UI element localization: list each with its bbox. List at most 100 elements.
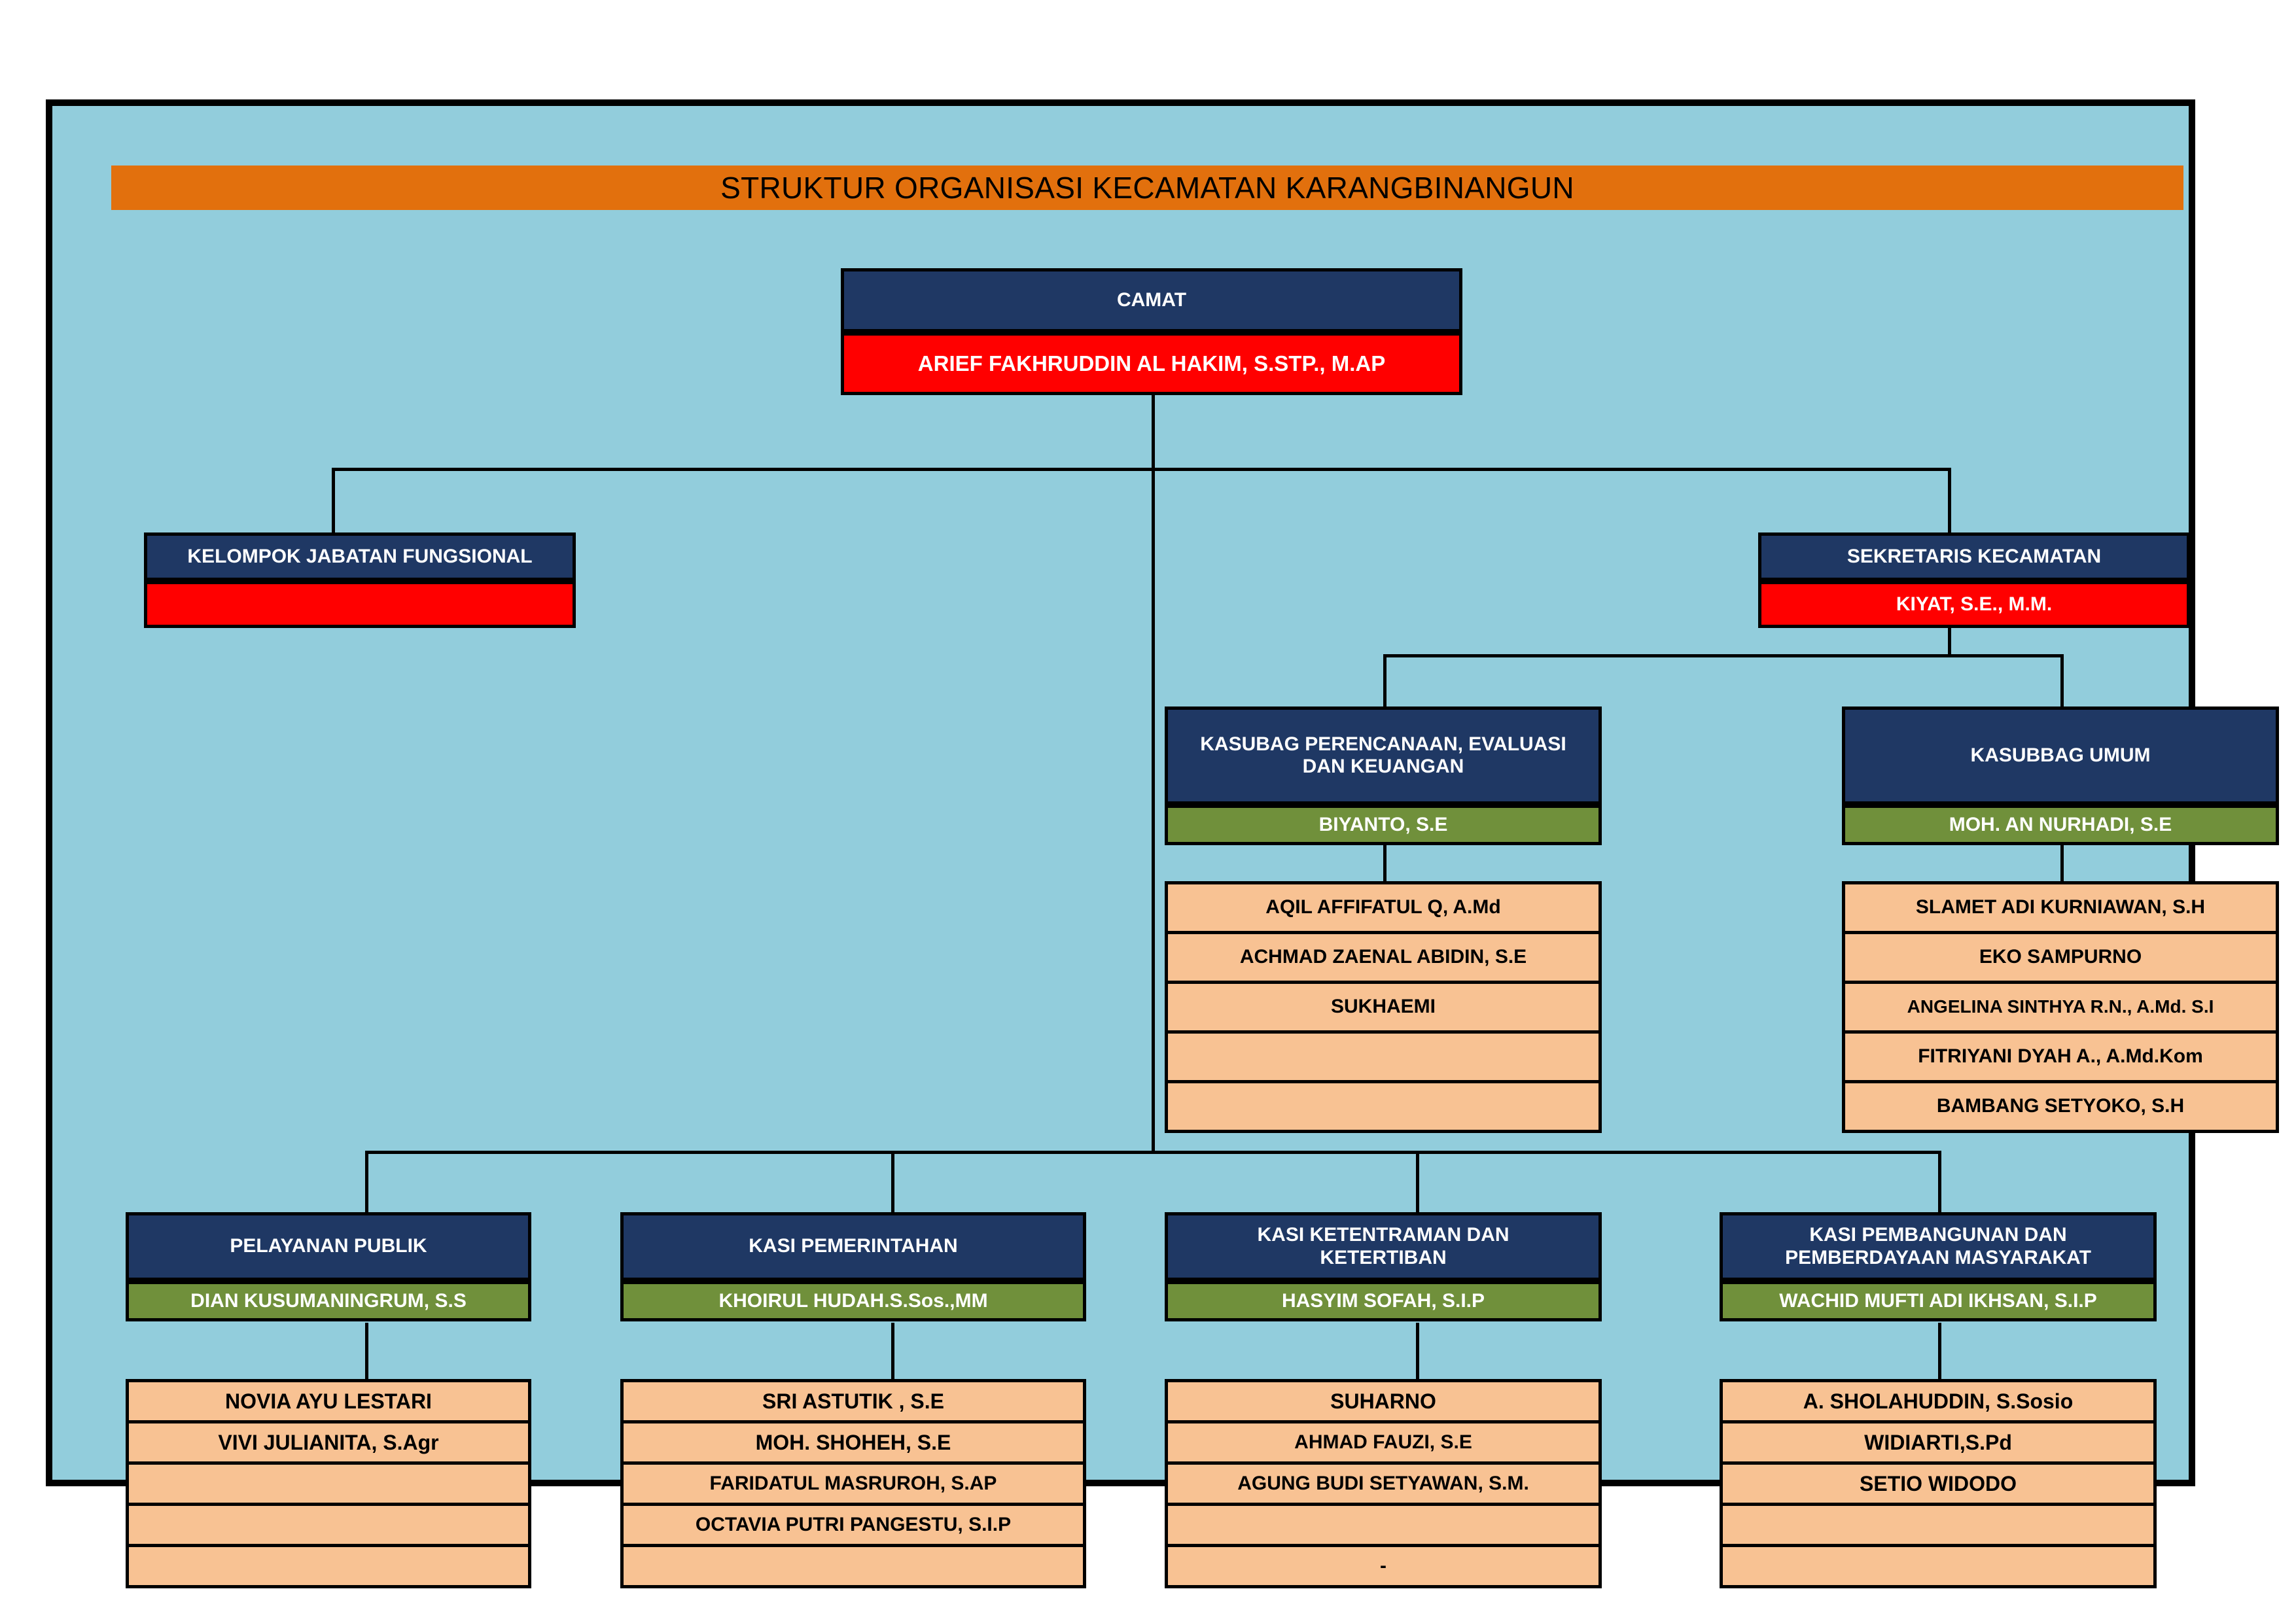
list-item[interactable]: MOH. SHOHEH, S.E [620,1420,1086,1465]
connector-top-bus [332,468,1951,471]
chart-title-banner: STRUKTUR ORGANISASI KECAMATAN KARANGBINA… [111,166,2183,210]
connector-to-kasubbag-umum [2060,654,2064,708]
staff-name: SLAMET ADI KURNIAWAN, S.H [1915,896,2206,918]
staff-name: OCTAVIA PUTRI PANGESTU, S.I.P [695,1513,1012,1535]
staff-list-kasi-pemerintahan: SRI ASTUTIK , S.E MOH. SHOHEH, S.E FARID… [620,1379,1086,1588]
list-item[interactable]: SUHARNO [1165,1379,1602,1423]
kasi-pembangunan-title-line1: KASI PEMBANGUNAN DAN [1809,1224,2067,1246]
list-item[interactable] [126,1503,531,1547]
list-item[interactable]: ACHMAD ZAENAL ABIDIN, S.E [1165,931,1602,984]
list-item[interactable] [126,1544,531,1588]
node-camat-title[interactable]: CAMAT [841,268,1462,332]
node-kasi-pembangunan-name[interactable]: WACHID MUFTI ADI IKHSAN, S.I.P [1720,1281,2157,1321]
kasubbag-umum-name-text: MOH. AN NURHADI, S.E [1949,813,2172,835]
connector-pembangunan-staff [1938,1323,1941,1380]
list-item[interactable]: AQIL AFFIFATUL Q, A.Md [1165,881,1602,934]
kasi-ketentraman-title-line1: KASI KETENTRAMAN DAN [1257,1224,1510,1246]
staff-list-kasi-ketentraman: SUHARNO AHMAD FAUZI, S.E AGUNG BUDI SETY… [1165,1379,1602,1588]
sekretaris-title-text: SEKRETARIS KECAMATAN [1846,545,2102,567]
kasi-pembangunan-title-line2: PEMBERDAYAAN MASYARAKAT [1785,1246,2091,1268]
camat-title-text: CAMAT [1116,288,1187,311]
connector-to-pemerintahan [891,1151,894,1213]
list-item[interactable]: WIDIARTI,S.Pd [1720,1420,2157,1465]
kasi-pembangunan-name-text: WACHID MUFTI ADI IKHSAN, S.I.P [1779,1289,2097,1312]
staff-name: ACHMAD ZAENAL ABIDIN, S.E [1239,946,1527,968]
list-item[interactable] [620,1544,1086,1588]
connector-camat-spine [1152,468,1155,1152]
list-item[interactable]: BAMBANG SETYOKO, S.H [1842,1080,2279,1133]
staff-name: VIVI JULIANITA, S.Agr [218,1430,439,1454]
connector-bottom-bus [365,1151,1938,1154]
staff-list-kasubag-perencanaan: AQIL AFFIFATUL Q, A.Md ACHMAD ZAENAL ABI… [1165,881,1602,1133]
list-item[interactable]: SUKHAEMI [1165,981,1602,1034]
chart-canvas: STRUKTUR ORGANISASI KECAMATAN KARANGBINA… [46,99,2279,1588]
staff-name: SUKHAEMI [1330,996,1436,1018]
list-item[interactable]: ANGELINA SINTHYA R.N., A.Md. S.I [1842,981,2279,1034]
connector-kasubbag-bus [1383,654,2064,657]
list-item[interactable] [1720,1544,2157,1588]
node-fungsional-title[interactable]: KELOMPOK JABATAN FUNGSIONAL [144,532,576,581]
kasi-pemerintahan-name-text: KHOIRUL HUDAH.S.Sos.,MM [718,1289,988,1312]
staff-name: NOVIA AYU LESTARI [225,1389,432,1413]
node-fungsional-name[interactable] [144,581,576,628]
list-item[interactable]: AGUNG BUDI SETYAWAN, S.M. [1165,1461,1602,1506]
connector-to-kasubag-perencanaan [1383,654,1386,708]
list-item[interactable]: EKO SAMPURNO [1842,931,2279,984]
node-kasi-ketentraman-title[interactable]: KASI KETENTRAMAN DAN KETERTIBAN [1165,1212,1602,1281]
connector-pelayanan-staff [365,1323,368,1380]
list-item[interactable] [126,1461,531,1506]
node-sekretaris-name[interactable]: KIYAT, S.E., M.M. [1758,581,2190,628]
node-kasubag-perencanaan-title[interactable]: KASUBAG PERENCANAAN, EVALUASI DAN KEUANG… [1165,707,1602,805]
connector-to-sekretaris [1948,468,1951,535]
node-kasi-pembangunan-title[interactable]: KASI PEMBANGUNAN DAN PEMBERDAYAAN MASYAR… [1720,1212,2157,1281]
staff-name: - [1380,1554,1386,1577]
sekretaris-name-text: KIYAT, S.E., M.M. [1896,593,2053,615]
list-item[interactable]: OCTAVIA PUTRI PANGESTU, S.I.P [620,1503,1086,1547]
staff-list-pelayanan-publik: NOVIA AYU LESTARI VIVI JULIANITA, S.Agr [126,1379,531,1588]
staff-name: SUHARNO [1330,1389,1436,1413]
chart-title: STRUKTUR ORGANISASI KECAMATAN KARANGBINA… [720,171,1574,205]
list-item[interactable]: SLAMET ADI KURNIAWAN, S.H [1842,881,2279,934]
staff-name: BAMBANG SETYOKO, S.H [1936,1095,2185,1117]
node-kasubag-perencanaan-name[interactable]: BIYANTO, S.E [1165,805,1602,845]
staff-name: FITRIYANI DYAH A., A.Md.Kom [1918,1045,2203,1068]
node-kasi-pemerintahan-name[interactable]: KHOIRUL HUDAH.S.Sos.,MM [620,1281,1086,1321]
list-item[interactable]: SETIO WIDODO [1720,1461,2157,1506]
fungsional-title-text: KELOMPOK JABATAN FUNGSIONAL [187,545,533,567]
node-pelayanan-publik-name[interactable]: DIAN KUSUMANINGRUM, S.S [126,1281,531,1321]
staff-name: ANGELINA SINTHYA R.N., A.Md. S.I [1907,996,2214,1017]
staff-name: FARIDATUL MASRUROH, S.AP [709,1472,997,1494]
kasi-ketentraman-title-line2: KETERTIBAN [1320,1246,1447,1268]
kasubag-perencanaan-title-line1: KASUBAG PERENCANAAN, EVALUASI [1200,733,1566,755]
staff-name: EKO SAMPURNO [1979,946,2142,968]
node-camat-name[interactable]: ARIEF FAKHRUDDIN AL HAKIM, S.STP., M.AP [841,332,1462,395]
connector-to-ketentraman [1416,1151,1419,1213]
connector-camat-down [1152,394,1155,471]
list-item[interactable] [1165,1503,1602,1547]
connector-to-fungsional [332,468,335,535]
list-item[interactable]: A. SHOLAHUDDIN, S.Sosio [1720,1379,2157,1423]
node-kasi-pemerintahan-title[interactable]: KASI PEMERINTAHAN [620,1212,1086,1281]
kasi-pemerintahan-title-text: KASI PEMERINTAHAN [749,1235,958,1257]
connector-sek-down [1948,623,1951,655]
node-sekretaris-title[interactable]: SEKRETARIS KECAMATAN [1758,532,2190,581]
node-kasi-ketentraman-name[interactable]: HASYIM SOFAH, S.I.P [1165,1281,1602,1321]
staff-name: AQIL AFFIFATUL Q, A.Md [1265,896,1501,918]
node-kasubbag-umum-title[interactable]: KASUBBAG UMUM [1842,707,2279,805]
list-item[interactable] [1165,1080,1602,1133]
list-item[interactable]: FITRIYANI DYAH A., A.Md.Kom [1842,1030,2279,1083]
list-item[interactable] [1165,1030,1602,1083]
list-item[interactable]: FARIDATUL MASRUROH, S.AP [620,1461,1086,1506]
list-item[interactable]: SRI ASTUTIK , S.E [620,1379,1086,1423]
node-pelayanan-publik-title[interactable]: PELAYANAN PUBLIK [126,1212,531,1281]
node-kasubbag-umum-name[interactable]: MOH. AN NURHADI, S.E [1842,805,2279,845]
list-item[interactable]: - [1165,1544,1602,1588]
list-item[interactable]: VIVI JULIANITA, S.Agr [126,1420,531,1465]
kasubbag-umum-title-text: KASUBBAG UMUM [1970,744,2151,766]
staff-name: SRI ASTUTIK , S.E [762,1389,944,1413]
list-item[interactable]: AHMAD FAUZI, S.E [1165,1420,1602,1465]
list-item[interactable]: NOVIA AYU LESTARI [126,1379,531,1423]
connector-kasubbag-umum-staff [2060,824,2064,882]
camat-name-text: ARIEF FAKHRUDDIN AL HAKIM, S.STP., M.AP [917,351,1386,376]
list-item[interactable] [1720,1503,2157,1547]
